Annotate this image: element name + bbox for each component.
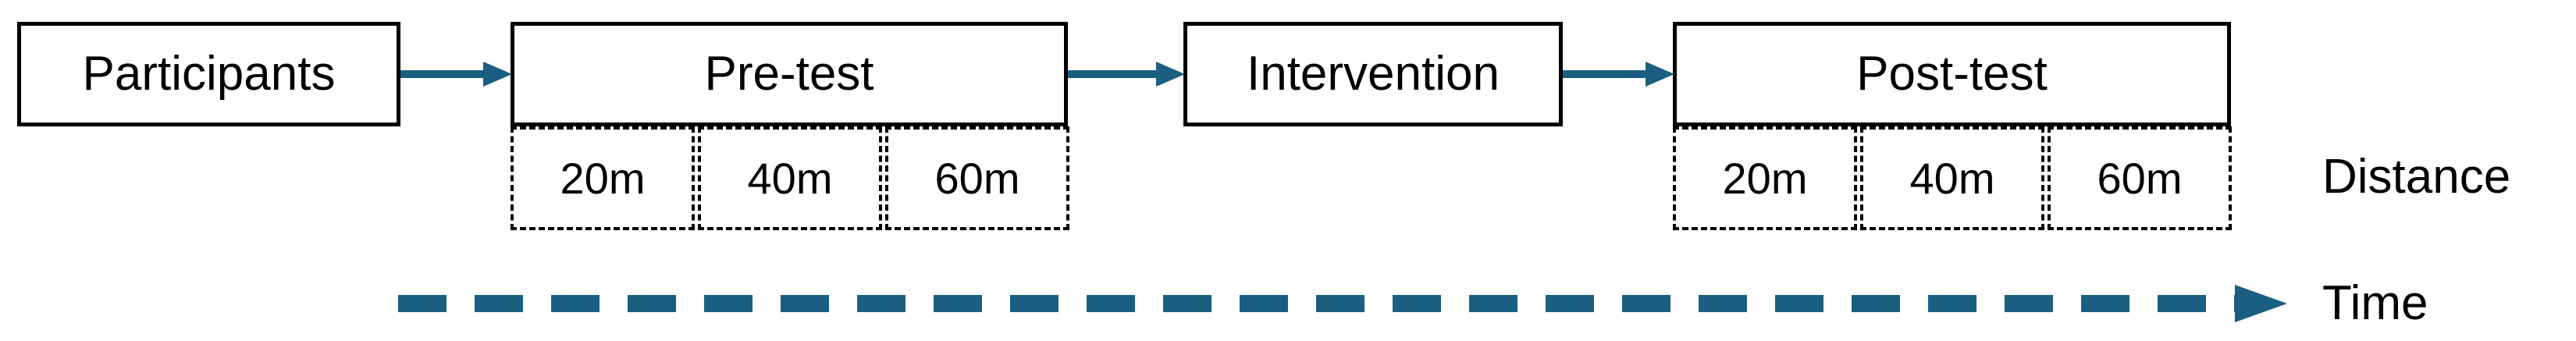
distance-label-pre-test-20m: 20m bbox=[560, 153, 646, 203]
connector-participants-to-pre-test bbox=[400, 59, 514, 90]
stage-box-pre-test[interactable]: Pre-test bbox=[511, 22, 1068, 126]
distance-label-post-test-20m: 20m bbox=[1722, 153, 1808, 203]
distance-box-pre-test-20m[interactable]: 20m bbox=[511, 126, 695, 230]
distance-box-post-test-60m[interactable]: 60m bbox=[2048, 126, 2232, 230]
connector-intervention-to-post-test bbox=[1563, 59, 1676, 90]
distance-box-post-test-40m[interactable]: 40m bbox=[1860, 126, 2044, 230]
stage-label-participants: Participants bbox=[82, 47, 336, 101]
axis-label-time: Time bbox=[2322, 276, 2428, 330]
distance-box-pre-test-40m[interactable]: 40m bbox=[698, 126, 882, 230]
distance-label-pre-test-60m: 60m bbox=[934, 153, 1020, 203]
distance-box-post-test-20m[interactable]: 20m bbox=[1673, 126, 1857, 230]
stage-label-pre-test: Pre-test bbox=[704, 47, 874, 101]
distance-label-pre-test-40m: 40m bbox=[747, 153, 833, 203]
stage-box-intervention[interactable]: Intervention bbox=[1183, 22, 1563, 126]
stage-box-post-test[interactable]: Post-test bbox=[1673, 22, 2231, 126]
distance-label-post-test-40m: 40m bbox=[1909, 153, 1995, 203]
axis-label-distance: Distance bbox=[2322, 150, 2511, 204]
stage-label-post-test: Post-test bbox=[1856, 47, 2048, 101]
distance-box-pre-test-60m[interactable]: 60m bbox=[885, 126, 1069, 230]
distance-label-post-test-60m: 60m bbox=[2097, 153, 2183, 203]
connector-pre-test-to-intervention bbox=[1068, 59, 1187, 90]
time-axis-arrow bbox=[394, 282, 2291, 326]
stage-label-intervention: Intervention bbox=[1247, 47, 1500, 101]
stage-box-participants[interactable]: Participants bbox=[17, 22, 400, 126]
